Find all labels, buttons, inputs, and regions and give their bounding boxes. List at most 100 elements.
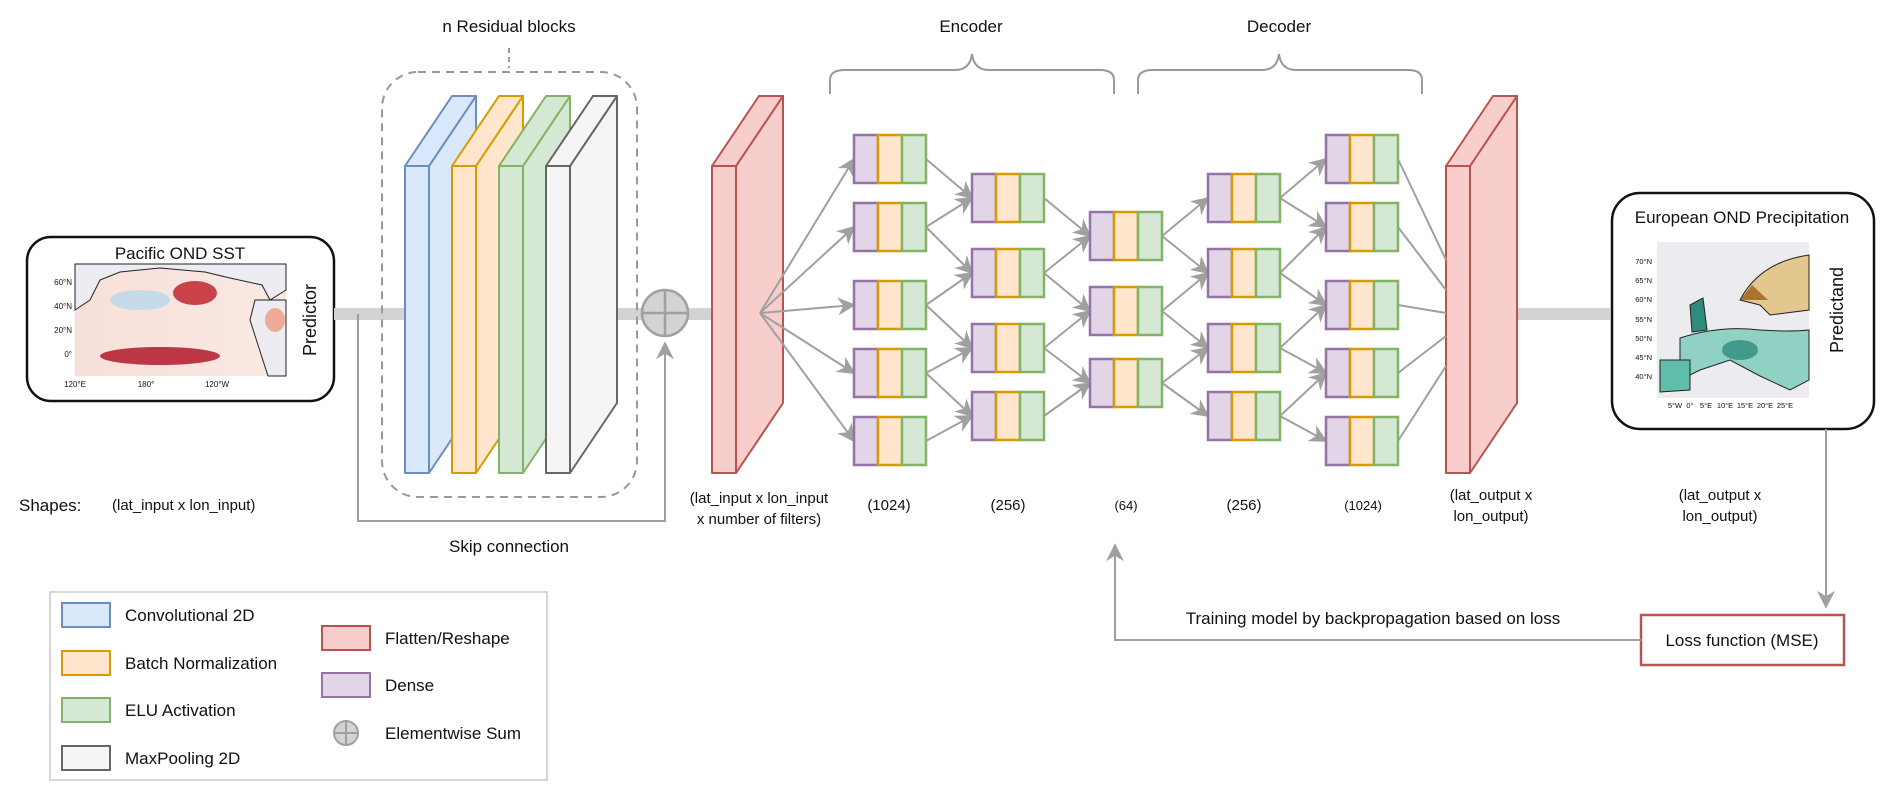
connection-arrow: [1161, 310, 1210, 350]
precip-lat-tick: 70°N: [1635, 257, 1652, 266]
legend-frame: [49, 591, 548, 781]
dense-node: [1206, 172, 1282, 224]
precip-lat-tick: 45°N: [1635, 353, 1652, 362]
connection-arrow: [1043, 272, 1092, 313]
connection-arrow: [759, 157, 855, 314]
elu-unit: [900, 279, 928, 331]
legend-swatch: [61, 697, 111, 723]
precip-lat-tick: 65°N: [1635, 276, 1652, 285]
flow-reshape-to-output: [1493, 308, 1610, 320]
shape-dense-1: (1024): [867, 497, 910, 514]
legend-swatch: [61, 602, 111, 628]
connection-arrow: [1279, 347, 1328, 374]
legend-label: Dense: [385, 676, 434, 695]
backprop-arrow: [1106, 543, 1641, 641]
dense-node: [1324, 279, 1400, 331]
connection-arrow: [1397, 365, 1447, 442]
legend-dense: Dense: [321, 672, 434, 698]
dense-unit: [1206, 390, 1234, 442]
elu-unit: [1254, 247, 1282, 299]
connection-arrow: [1279, 303, 1328, 349]
shape-dense-5: (1024): [1344, 498, 1382, 513]
dense-node: [970, 322, 1046, 374]
dense-unit: [1324, 201, 1352, 253]
shape-reshape-line1: (lat_output x: [1450, 487, 1533, 504]
batchnorm-unit: [1348, 133, 1376, 185]
precip-lon-tick: 25°E: [1777, 401, 1793, 410]
legend-label: Elementwise Sum: [385, 724, 521, 743]
input-panel: Pacific OND SST 60°N 40°N 20°N 0° 120°E …: [25, 235, 336, 403]
connection-arrow: [925, 304, 974, 350]
shapes-label: Shapes:: [19, 496, 81, 515]
dense-node: [852, 201, 928, 253]
shape-dense-4: (256): [1226, 497, 1261, 514]
elu-unit: [900, 347, 928, 399]
dense-node: [1088, 357, 1164, 409]
residual-block-container: [381, 71, 638, 498]
connection-arrow: [1279, 225, 1328, 274]
dense-unit: [1324, 415, 1352, 467]
connection-arrow: [1397, 304, 1447, 314]
dense-node: [1324, 347, 1400, 399]
legend-elementwise-sum: Elementwise Sum: [333, 720, 521, 746]
dense-node: [1206, 390, 1282, 442]
connection-arrow: [1043, 234, 1092, 274]
batchnorm-unit: [876, 347, 904, 399]
decoder-brace: [1137, 53, 1423, 94]
batchnorm-unit: [876, 279, 904, 331]
flatten-layer: [711, 95, 784, 474]
connection-arrow: [925, 226, 974, 275]
dense-node: [852, 415, 928, 467]
elementwise-sum-icon: [640, 288, 690, 338]
elu-unit: [1372, 133, 1400, 185]
dense-node: [1088, 210, 1164, 262]
dense-unit: [852, 133, 880, 185]
connection-arrow: [1161, 196, 1210, 237]
batchnorm-unit: [876, 201, 904, 253]
elu-unit: [1136, 357, 1164, 409]
connection-arrow: [759, 297, 856, 316]
elu-unit: [1018, 322, 1046, 374]
elu-unit: [1254, 390, 1282, 442]
connection-arrow: [759, 312, 856, 374]
shape-target-line1: (lat_output x: [1679, 487, 1762, 504]
connection-arrow: [1043, 347, 1092, 385]
connection-arrow: [925, 415, 974, 442]
precip-lat-tick: 50°N: [1635, 334, 1652, 343]
dense-unit: [1088, 210, 1116, 262]
precip-lon-tick: 5°W: [1668, 401, 1683, 410]
connection-arrow: [925, 197, 974, 228]
connection-arrow: [1161, 235, 1210, 275]
legend-label: ELU Activation: [125, 701, 236, 720]
precip-map: [1657, 242, 1810, 398]
elu-unit: [1254, 322, 1282, 374]
batchnorm-unit: [1112, 357, 1140, 409]
batchnorm-unit: [1348, 347, 1376, 399]
batchnorm-unit: [1230, 247, 1258, 299]
dense-unit: [1088, 285, 1116, 337]
precip-lon-tick: 5°E: [1700, 401, 1712, 410]
dense-unit: [1324, 133, 1352, 185]
legend-conv2d: Convolutional 2D: [61, 602, 254, 628]
maxpool-layer: [545, 95, 618, 474]
dense-unit: [1206, 172, 1234, 224]
batchnorm-unit: [994, 247, 1022, 299]
batchnorm-unit: [876, 133, 904, 185]
batchnorm-unit: [1348, 415, 1376, 467]
residual-blocks-title: n Residual blocks: [442, 17, 575, 36]
batchnorm-unit: [1112, 210, 1140, 262]
batchnorm-unit: [1112, 285, 1140, 337]
sst-map: [74, 263, 287, 377]
elu-unit: [1372, 415, 1400, 467]
batchnorm-unit: [876, 415, 904, 467]
predictand-label: Predictand: [1827, 267, 1847, 353]
input-panel-title: Pacific OND SST: [115, 244, 245, 263]
legend-flatten: Flatten/Reshape: [321, 625, 510, 651]
connection-arrow: [759, 312, 856, 443]
dense-node: [852, 279, 928, 331]
legend-swatch: [321, 672, 371, 698]
dense-unit: [1206, 247, 1234, 299]
backprop-label: Training model by backpropagation based …: [1186, 609, 1561, 628]
